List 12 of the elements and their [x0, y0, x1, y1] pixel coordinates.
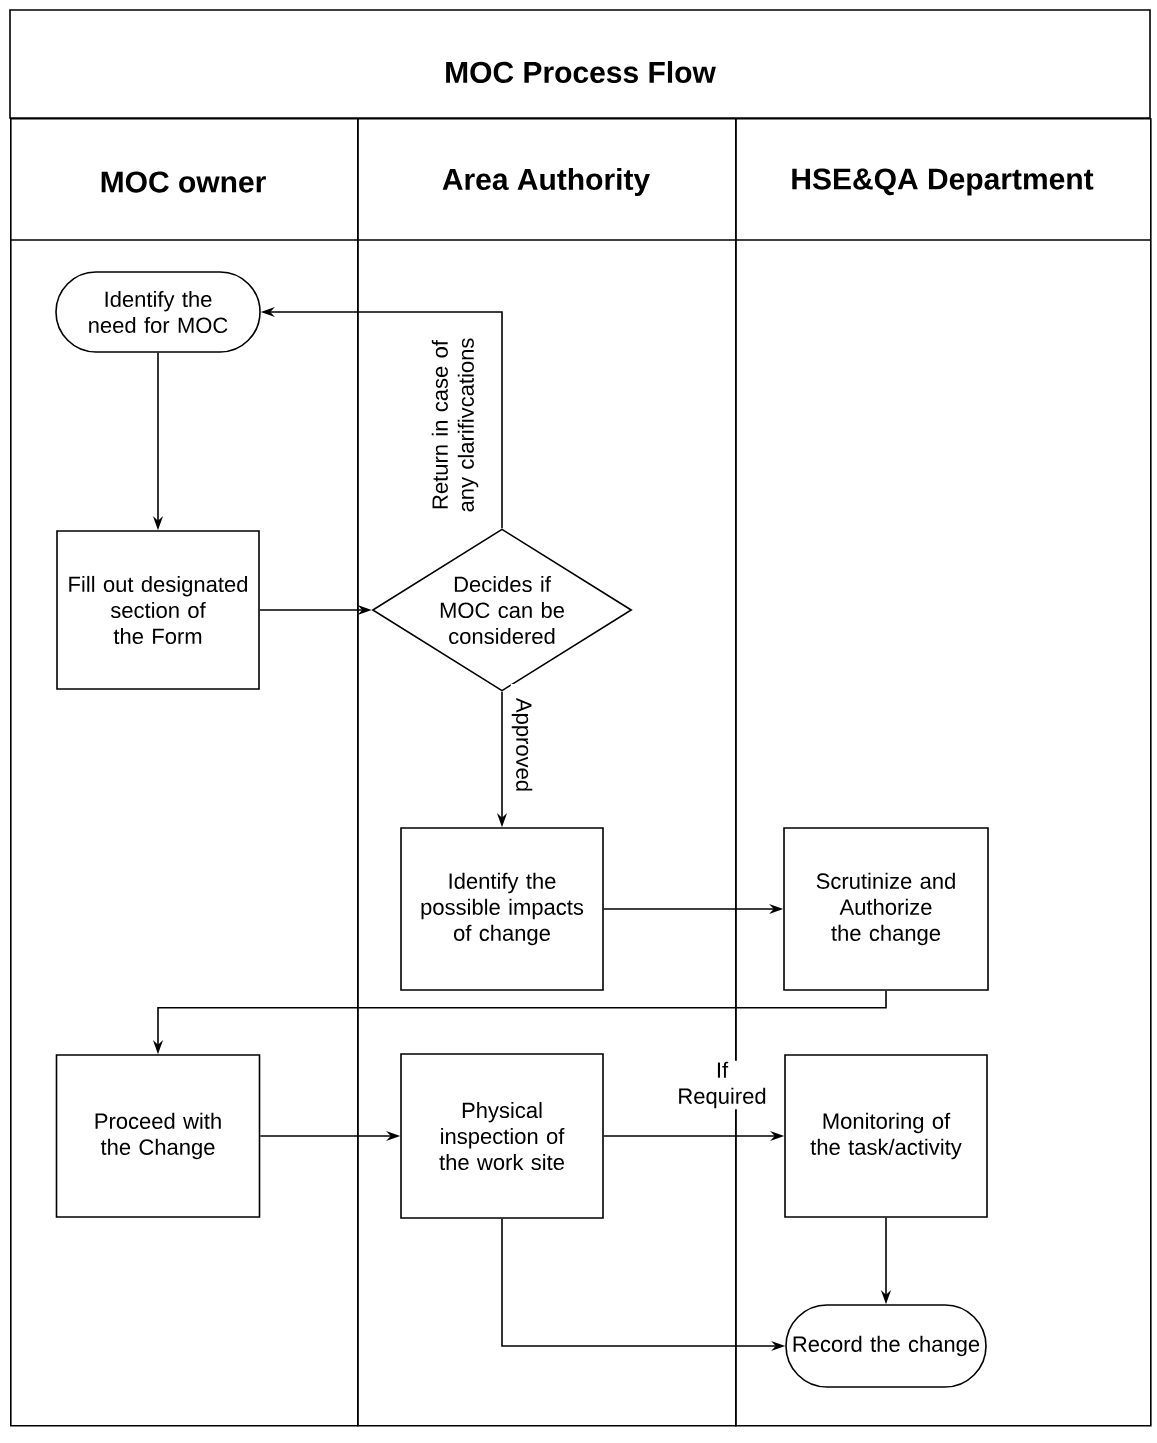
terminal-box: Identify the need for MOC: [55, 271, 261, 353]
edge-label: Return in case of any clarifivcations: [430, 331, 480, 519]
process-box: Physical inspection of the work site: [400, 1053, 604, 1219]
process-box: Fill out designated section of the Form: [56, 530, 260, 690]
edge-label: If Required: [673, 1060, 771, 1110]
process-box: Proceed with the Change: [55, 1054, 261, 1218]
process-box: Identify the possible impacts of change: [400, 827, 604, 991]
terminal-box: Record the change: [785, 1304, 987, 1388]
process-box: Monitoring of the task/activity: [784, 1054, 988, 1218]
edge-label: Approved: [510, 684, 534, 806]
title-band: MOC Process Flow: [9, 9, 1151, 119]
process-box: Scrutinize and Authorize the change: [783, 827, 989, 991]
